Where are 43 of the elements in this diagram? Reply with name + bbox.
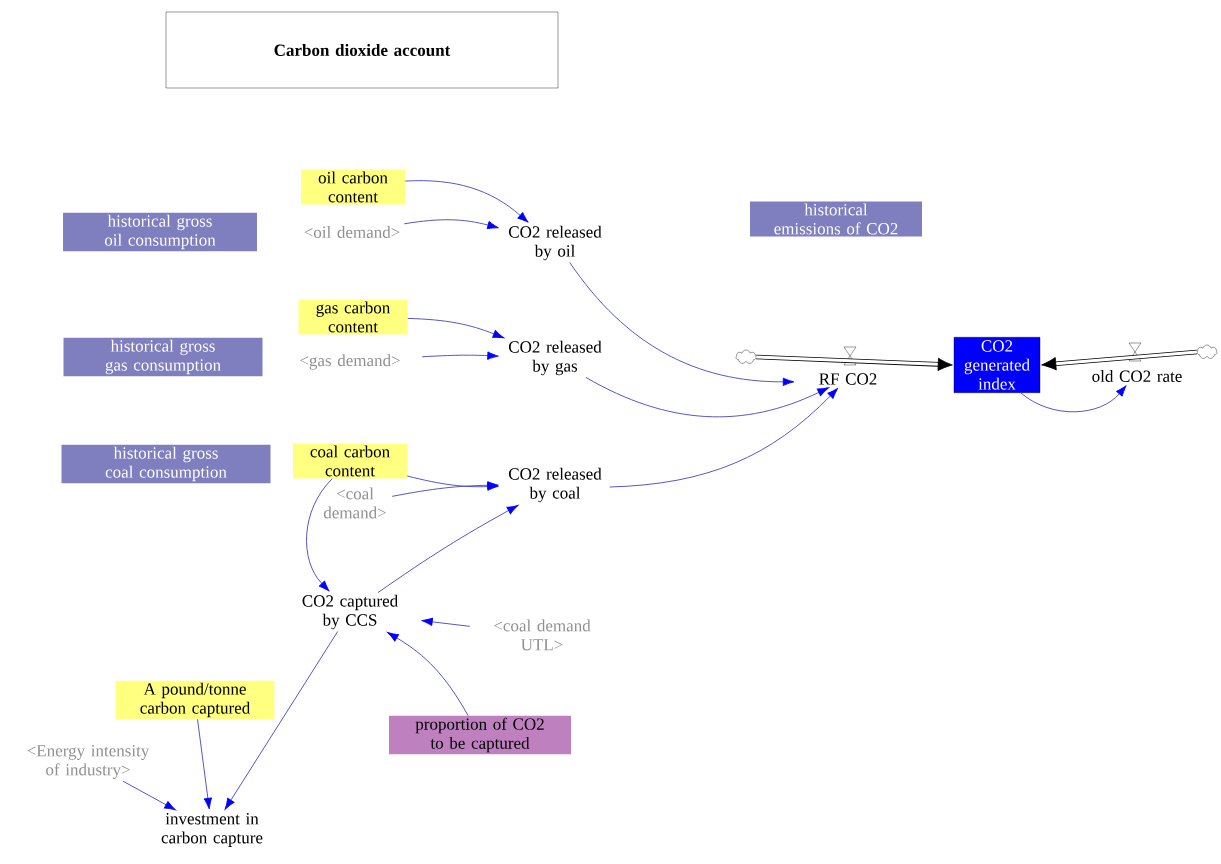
arrow bbox=[122, 780, 176, 811]
auxiliary-variable: CO2 released by gas bbox=[508, 340, 602, 376]
flow-pipe bbox=[1041, 349, 1198, 371]
title-box: Carbon dioxide account bbox=[165, 11, 559, 89]
cloud-symbol bbox=[735, 349, 757, 364]
arrow bbox=[197, 718, 213, 810]
auxiliary-variable: CO2 released by coal bbox=[508, 467, 602, 503]
shadow-variable: <coal demand UTL> bbox=[494, 619, 591, 651]
auxiliary-variable: CO2 captured by CCS bbox=[302, 594, 398, 630]
constant-box: coal carbon content bbox=[293, 443, 407, 479]
arrow bbox=[224, 630, 339, 810]
arrow bbox=[609, 387, 839, 488]
shadow-variable: <oil demand> bbox=[304, 226, 400, 238]
constant-box: gas carbon content bbox=[298, 299, 408, 335]
arrow bbox=[404, 180, 529, 223]
arrow bbox=[1020, 385, 1127, 413]
arrow bbox=[306, 478, 333, 592]
cloud-symbol bbox=[1196, 344, 1218, 359]
arrow bbox=[377, 504, 519, 593]
auxiliary-variable: old CO2 rate bbox=[1092, 370, 1182, 382]
arrow bbox=[421, 351, 499, 360]
flow-pipe bbox=[756, 354, 953, 371]
stock-box: CO2 generated index bbox=[953, 337, 1041, 393]
arrow bbox=[391, 481, 499, 497]
arrow bbox=[407, 317, 505, 339]
constant-box: oil carbon content bbox=[301, 169, 405, 205]
auxiliary-variable: CO2 released by oil bbox=[508, 225, 602, 261]
arrow bbox=[585, 377, 829, 418]
arrow bbox=[421, 617, 471, 627]
variable-box: historical gross oil consumption bbox=[63, 212, 257, 252]
shadow-variable: <Energy intensity of industry> bbox=[27, 745, 150, 779]
shadow-variable: <gas demand> bbox=[300, 354, 400, 370]
auxiliary-variable: investment in carbon capture bbox=[161, 813, 263, 847]
shadow-variable: <coal demand> bbox=[323, 487, 386, 519]
arrow bbox=[569, 262, 795, 387]
auxiliary-variable: RF CO2 bbox=[819, 373, 877, 385]
constant-box: proportion of CO2 to be captured bbox=[389, 715, 571, 755]
variable-box: historical emissions of CO2 bbox=[750, 201, 922, 237]
arrow bbox=[403, 219, 499, 230]
variable-box: historical gross gas consumption bbox=[63, 337, 263, 377]
variable-box: historical gross coal consumption bbox=[61, 444, 271, 484]
arrow bbox=[387, 632, 469, 716]
constant-box: A pound/tonne carbon captured bbox=[115, 680, 275, 720]
